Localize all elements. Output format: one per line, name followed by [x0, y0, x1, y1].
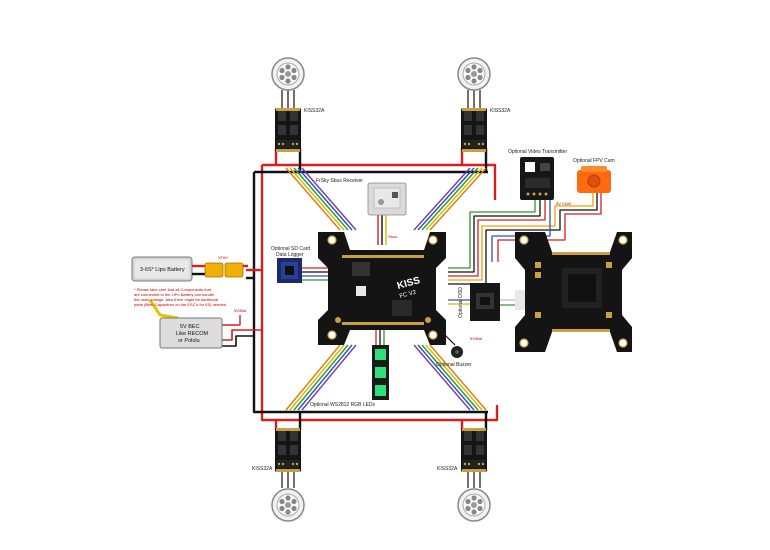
- sd-card-logger: [277, 258, 302, 283]
- signal-harness-bottom-left: [285, 344, 357, 411]
- osd-wires: [448, 299, 515, 306]
- fpv-cam-label: Optional FPV Cam: [573, 158, 615, 164]
- signal-harness-top-left: [285, 167, 357, 231]
- esc-top-right-label: KISS32A: [490, 108, 511, 114]
- esc-top-right: [461, 108, 487, 152]
- osd-label: Optional OSD: [458, 287, 464, 318]
- xt60-connector: [192, 262, 248, 278]
- sd-logger-label-2: Data Logger: [276, 252, 304, 258]
- esc-bottom-left-label: KISS32A: [252, 466, 273, 472]
- cam-power-label: 5V CAM: [556, 201, 571, 206]
- battery-note-3: the used voltage. Also there might be ad…: [134, 297, 218, 302]
- sd-logger-label-1: Optional SD Card: [271, 246, 310, 252]
- battery-label: 3-6S* Lipo Battery: [140, 267, 185, 273]
- battery-note-2: are connected to the LiPo Battery can ha…: [134, 292, 215, 297]
- xt60-label: XT60: [218, 255, 228, 260]
- osd-power-label: 5V/Bat: [470, 336, 483, 341]
- bec-ground-lead: [222, 335, 254, 347]
- motor-bottom-right: [457, 488, 491, 522]
- motor-wires-top-left: [281, 90, 295, 108]
- sd-logger-wires: [302, 267, 330, 281]
- kiss-flight-controller: KISS FC V2: [318, 232, 446, 345]
- signal-harness-top-right: [413, 167, 487, 231]
- sbus-label: Sbus: [388, 234, 397, 239]
- battery-note-4: parts (filter, Capacitors on the ESC's f…: [134, 302, 226, 307]
- motor-top-left: [271, 57, 305, 91]
- esc-bottom-right-label: KISS32A: [437, 466, 458, 472]
- secondary-flight-controller: [515, 232, 632, 352]
- power-wire-frame: [260, 163, 499, 422]
- motor-wires-bottom-left: [281, 470, 295, 488]
- esc-top-left: [275, 108, 301, 152]
- video-tx-label: Optional Video Transmitter: [508, 149, 567, 155]
- led-strip-label: Optional WS2812 RGB LEDs: [310, 402, 376, 408]
- esc-bottom-right: [461, 428, 487, 472]
- battery-note-1: * Please take care that all Components t…: [134, 287, 212, 292]
- buzzer: [451, 346, 463, 358]
- rgb-led-strip: [372, 345, 389, 400]
- video-transmitter: [520, 157, 554, 200]
- motor-wires-bottom-right: [467, 470, 481, 488]
- motor-top-right: [457, 57, 491, 91]
- bec-power-lead: [222, 329, 262, 341]
- fc-model-label: FC V2: [399, 290, 418, 300]
- receiver-label: FrSky Sbus Receiver: [316, 178, 363, 184]
- fpv-cam: [577, 166, 611, 193]
- motor-wires-top-right: [467, 90, 481, 108]
- bec-label-2: Like RECOM: [176, 331, 209, 337]
- bec-label-3: or Pololu: [178, 338, 200, 344]
- esc-top-left-label: KISS32A: [304, 108, 325, 114]
- bec-label-1: 5V BEC: [180, 324, 200, 330]
- led-wires: [375, 330, 385, 345]
- motor-bottom-left: [271, 488, 305, 522]
- receiver-wires: [377, 215, 387, 245]
- signal-harness-bottom-right: [413, 344, 487, 411]
- bec-output: [222, 315, 241, 326]
- balance-lead: [148, 299, 179, 320]
- buzzer-label: Optional Buzzer: [436, 362, 472, 368]
- bec-module: 5V BEC Like RECOM or Pololu: [159, 317, 223, 349]
- vbat-label: 5V/Bat: [234, 308, 247, 313]
- lipo-battery: 3-6S* Lipo Battery: [131, 256, 193, 282]
- osd-board: [470, 283, 500, 321]
- frsky-receiver: [367, 182, 407, 216]
- esc-bottom-left: [275, 428, 301, 472]
